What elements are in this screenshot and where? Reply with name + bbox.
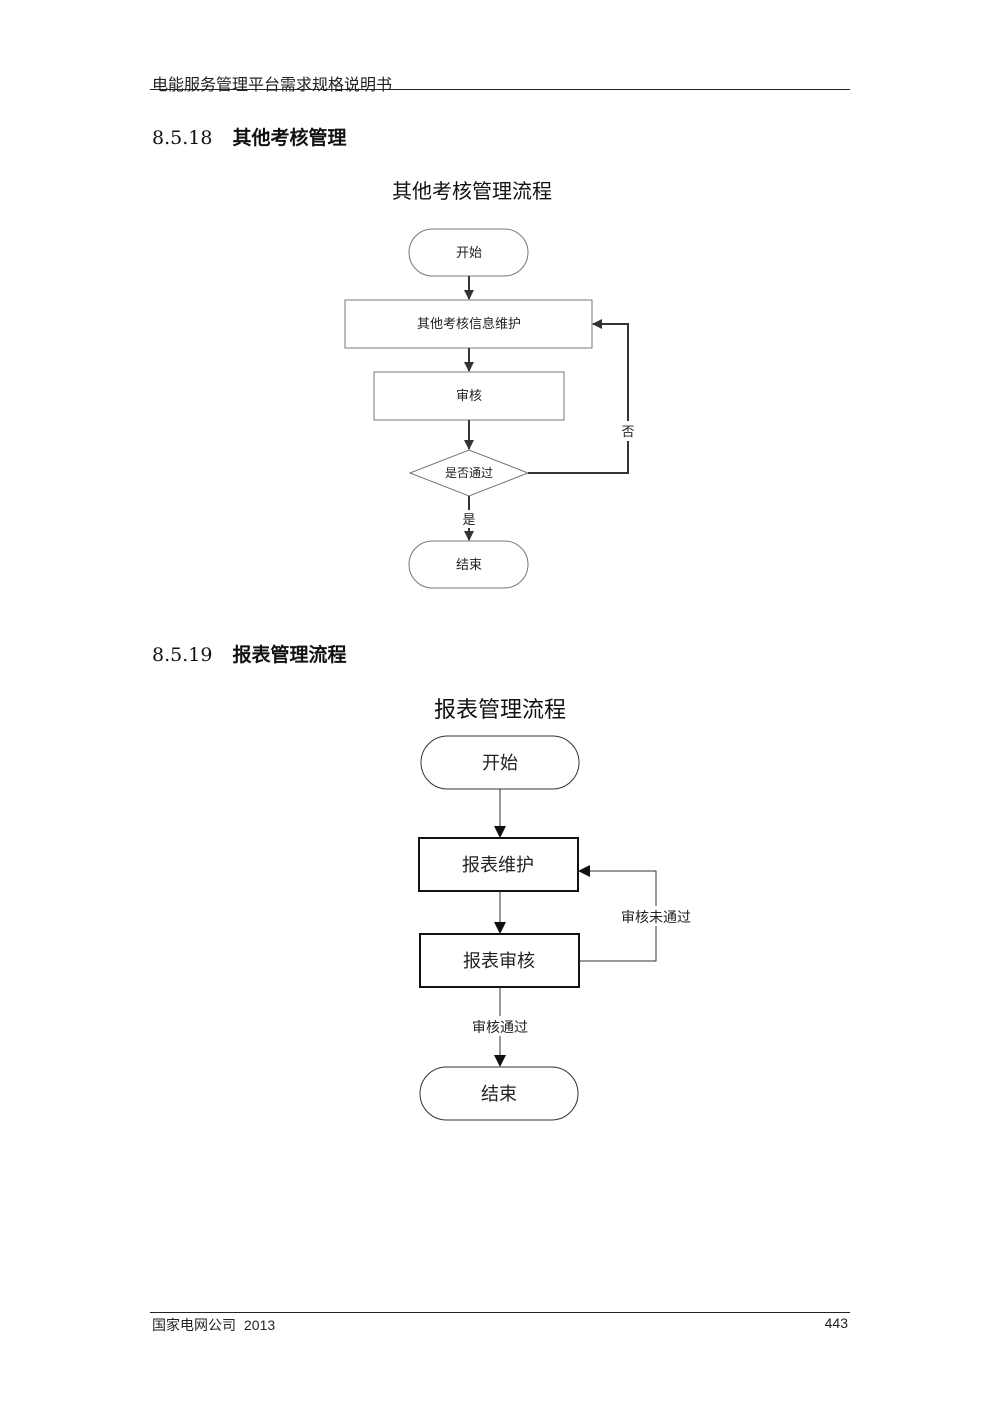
flow1-end-label: 结束 xyxy=(456,558,482,573)
flow2-maintain-node xyxy=(418,837,579,892)
flow1-maintain-label: 其他考核信息维护 xyxy=(417,316,521,332)
flow2-end-node xyxy=(419,1066,579,1121)
flowchart-title: 其他考核管理流程 xyxy=(392,179,552,203)
flow1-yes-label: 是 xyxy=(462,513,475,528)
footer-year: 2013 xyxy=(244,1317,276,1333)
flow1-no-label-bg xyxy=(619,421,637,441)
footer-company: 国家电网公司 2013 xyxy=(152,1315,275,1335)
section-heading-8-5-18: 8.5.18 其他考核管理 xyxy=(152,123,346,150)
section-number: 8.5.18 xyxy=(152,127,213,149)
header-divider xyxy=(150,89,850,90)
flow1-yes-label-bg xyxy=(460,510,478,528)
footer-company-name: 国家电网公司 xyxy=(152,1318,236,1334)
flow1-no-label: 否 xyxy=(621,425,634,440)
flowchart-title: 报表管理流程 xyxy=(433,698,566,723)
flow2-fail-label: 审核未通过 xyxy=(621,910,691,926)
flow2-review-label: 报表审核 xyxy=(463,951,535,972)
flow2-end-label: 结束 xyxy=(481,1084,517,1105)
flow1-review-label: 审核 xyxy=(456,389,482,404)
section-title: 其他考核管理 xyxy=(232,127,347,149)
flow1-arrow-no-loop xyxy=(528,319,629,474)
flowchart-report-management: 开始 报表维护 报表审核 审核未通过 审核通过 结束 xyxy=(418,735,696,1121)
flow1-decision-label: 是否通过 xyxy=(445,466,493,480)
flow2-review-node xyxy=(419,933,580,988)
flow2-maintain-label: 报表维护 xyxy=(462,855,534,876)
flow1-end-node xyxy=(408,540,529,589)
section-heading-8-5-19: 8.5.19 报表管理流程 xyxy=(152,640,346,667)
flow1-start-label: 开始 xyxy=(456,246,482,261)
section-number: 8.5.19 xyxy=(152,644,213,666)
flow1-review-node xyxy=(373,371,565,421)
footer-divider xyxy=(150,1312,850,1313)
flowchart-other-assessment: 开始 其他考核信息维护 审核 是否通过 否 是 结束 xyxy=(344,228,637,589)
flow2-fail-label-bg xyxy=(616,906,696,926)
footer-page-number: 443 xyxy=(824,1315,848,1331)
flow2-start-label: 开始 xyxy=(482,753,518,774)
section-title: 报表管理流程 xyxy=(232,644,347,666)
flow2-pass-label-bg xyxy=(468,1016,532,1036)
flow2-pass-label: 审核通过 xyxy=(472,1020,528,1036)
